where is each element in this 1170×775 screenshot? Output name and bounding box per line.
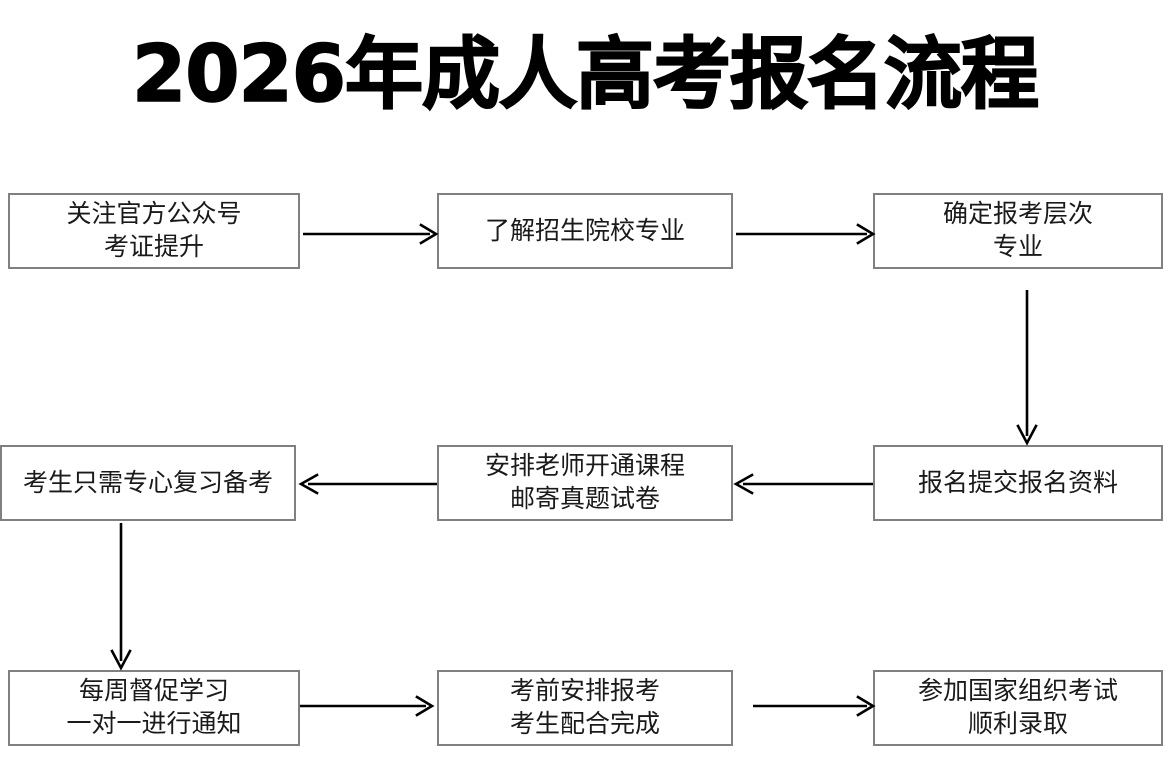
flow-node-n9[interactable]: 参加国家组织考试 顺利录取 — [873, 670, 1163, 746]
flow-node-n5[interactable]: 安排老师开通课程 邮寄真题试卷 — [437, 445, 733, 521]
flow-arrow-n7-n8 — [300, 695, 435, 717]
flow-node-n4[interactable]: 考生只需专心复习备考 — [0, 445, 296, 521]
page-title: 2026年成人高考报名流程 — [131, 30, 1040, 120]
flow-node-n3-line-1: 确定报考层次 — [942, 200, 1093, 228]
flow-arrow-n8-n9 — [753, 695, 876, 717]
flow-node-n8[interactable]: 考前安排报考 考生配合完成 — [437, 670, 733, 746]
flow-node-n6[interactable]: 报名提交报名资料 — [873, 445, 1163, 521]
flow-arrow-n2-n3 — [736, 223, 876, 245]
flow-arrow-n1-n2 — [303, 223, 439, 245]
flow-node-n3-line-2: 专业 — [992, 233, 1043, 261]
flow-node-n7[interactable]: 每周督促学习 一对一进行通知 — [8, 670, 300, 746]
flow-node-n8-line-1: 考前安排报考 — [509, 677, 660, 705]
flow-node-n9-line-2: 顺利录取 — [967, 710, 1068, 738]
flow-node-n1[interactable]: 关注官方公众号 考证提升 — [8, 193, 300, 269]
flow-node-n2[interactable]: 了解招生院校专业 — [437, 193, 733, 269]
flow-node-n8-line-2: 考生配合完成 — [509, 710, 660, 738]
flow-node-n3[interactable]: 确定报考层次 专业 — [873, 193, 1163, 269]
flow-node-n7-line-2: 一对一进行通知 — [66, 710, 242, 738]
flow-node-n7-line-1: 每周督促学习 — [78, 677, 229, 705]
flow-arrow-n3-n6 — [1016, 290, 1038, 446]
flow-arrow-n6-n5 — [733, 473, 873, 495]
flow-node-n5-line-2: 邮寄真题试卷 — [509, 485, 660, 513]
flow-node-n5-line-1: 安排老师开通课程 — [484, 452, 685, 480]
flow-node-n1-line-1: 关注官方公众号 — [66, 200, 242, 228]
flow-node-n4-line-1: 考生只需专心复习备考 — [22, 468, 273, 497]
flow-node-n6-line-1: 报名提交报名资料 — [917, 468, 1118, 497]
flow-node-n9-line-1: 参加国家组织考试 — [917, 677, 1118, 705]
flow-node-n2-line-1: 了解招生院校专业 — [484, 216, 685, 245]
flow-arrow-n4-n7 — [110, 523, 132, 671]
flow-arrow-n5-n4 — [298, 473, 437, 495]
flow-node-n1-line-2: 考证提升 — [103, 233, 204, 261]
